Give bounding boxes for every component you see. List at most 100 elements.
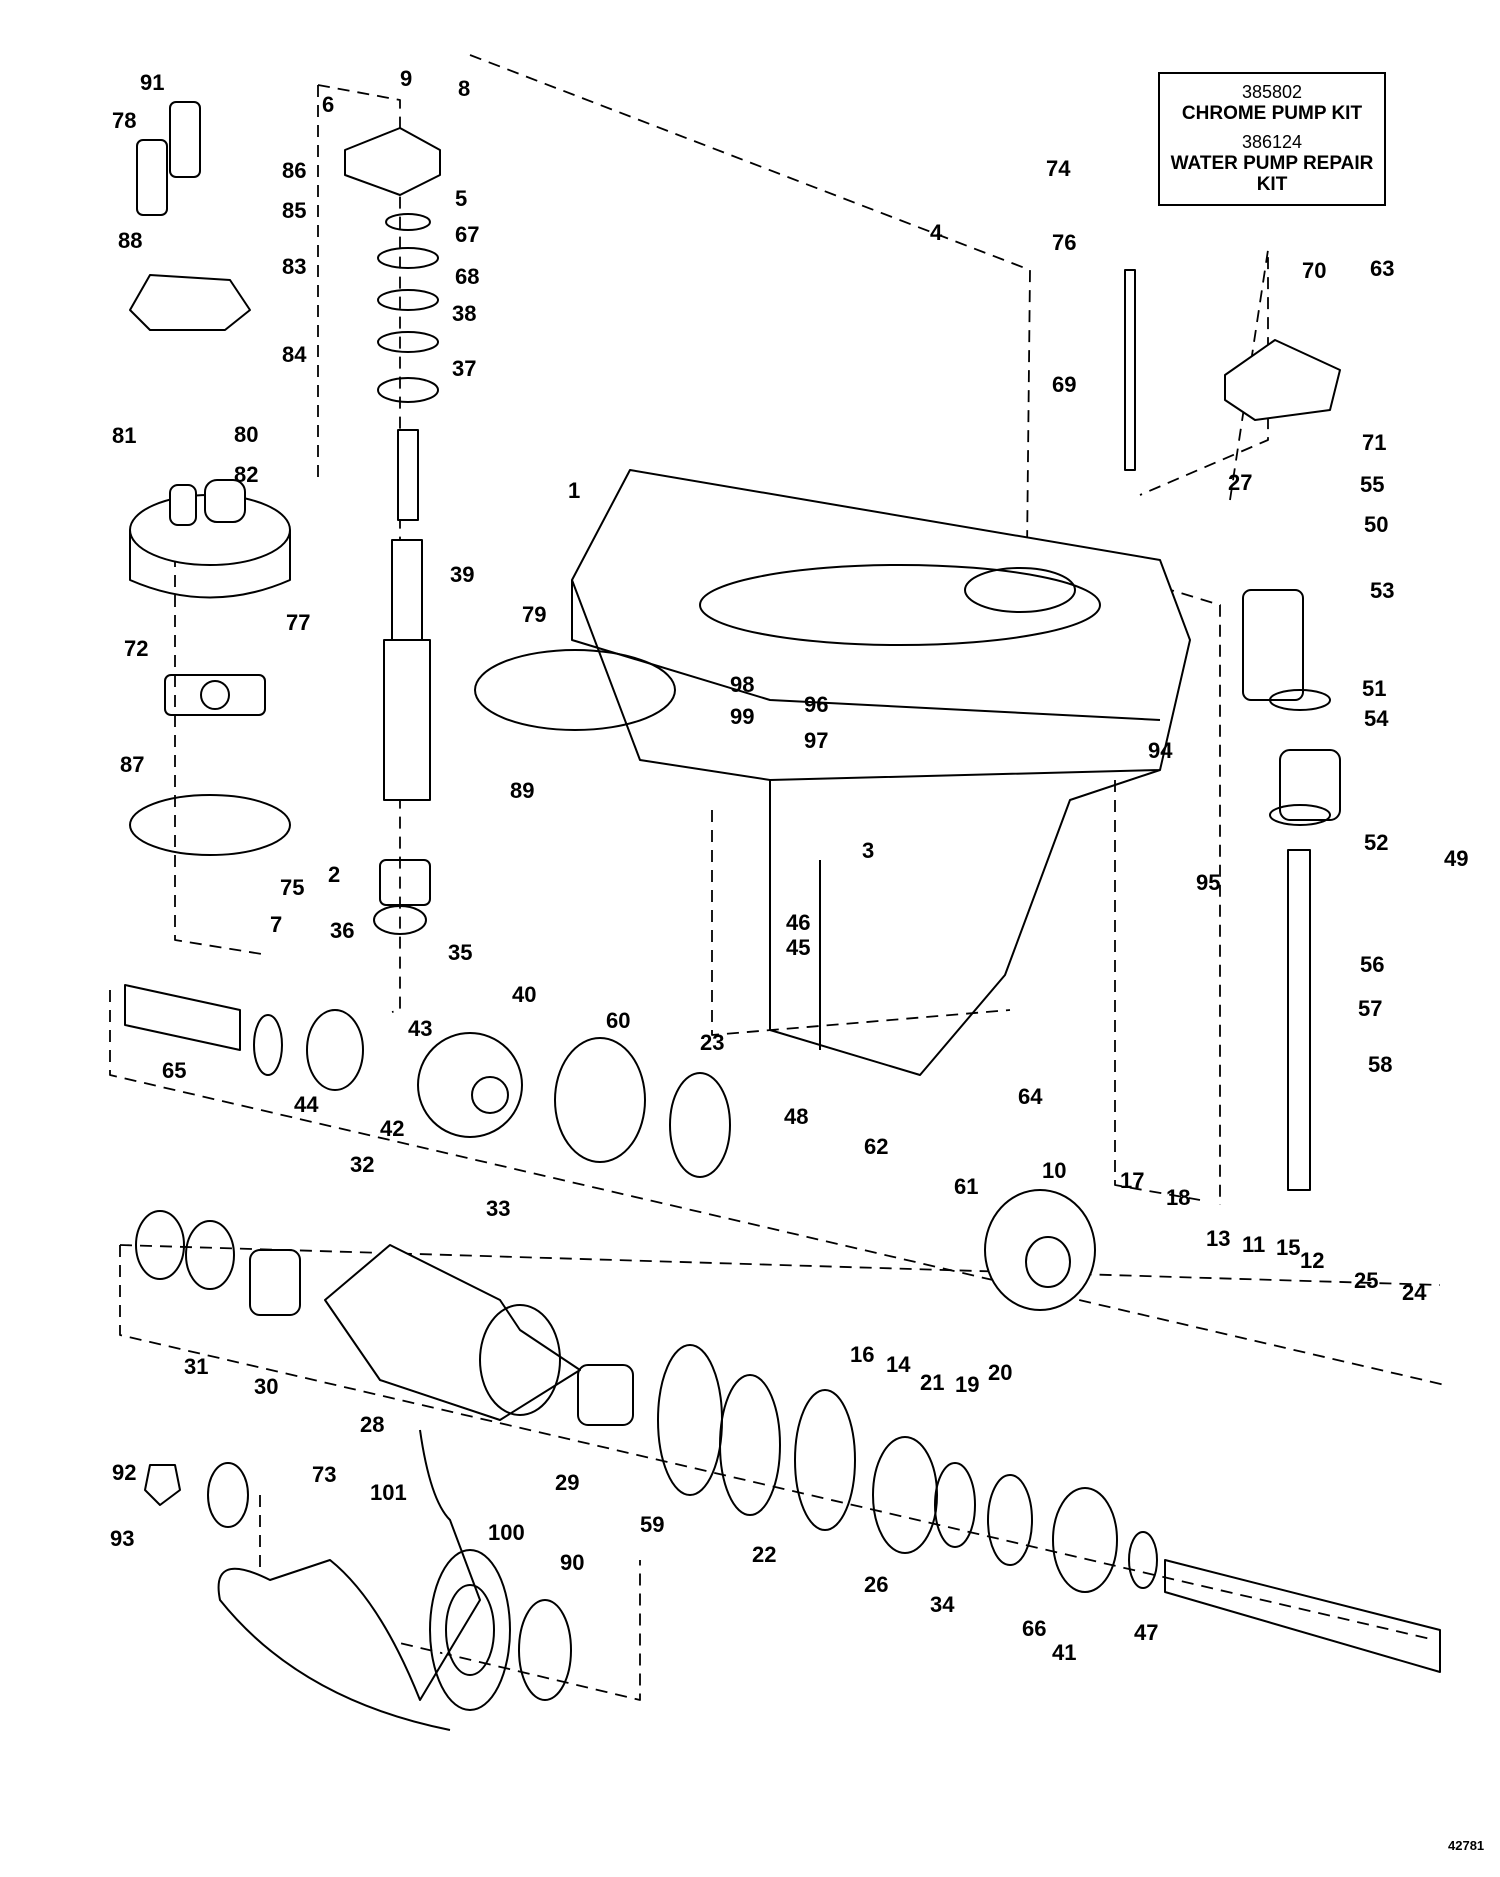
callout-37: 37 bbox=[452, 356, 476, 381]
callout-15: 15 bbox=[1276, 1235, 1300, 1260]
callout-17: 17 bbox=[1120, 1168, 1144, 1193]
callout-101: 101 bbox=[370, 1480, 407, 1505]
callout-21: 21 bbox=[920, 1370, 944, 1395]
callout-10: 10 bbox=[1042, 1158, 1066, 1183]
callout-43: 43 bbox=[408, 1016, 432, 1041]
shift-rod bbox=[1124, 269, 1136, 471]
callout-14: 14 bbox=[886, 1352, 911, 1377]
callout-31: 31 bbox=[184, 1354, 208, 1379]
callout-82: 82 bbox=[234, 462, 258, 487]
callout-35: 35 bbox=[448, 940, 472, 965]
group-outline-driveshaft bbox=[317, 84, 401, 1013]
callout-58: 58 bbox=[1368, 1052, 1392, 1077]
seals-31 bbox=[135, 1210, 235, 1290]
callout-44: 44 bbox=[294, 1092, 319, 1117]
clutch-42 bbox=[306, 1009, 364, 1091]
washer-47 bbox=[1128, 1531, 1158, 1589]
pinion-gear bbox=[373, 905, 427, 935]
bearing-29 bbox=[577, 1364, 634, 1426]
callout-20: 20 bbox=[988, 1360, 1012, 1385]
water-pump-housing bbox=[129, 479, 291, 599]
callout-47: 47 bbox=[1134, 1620, 1158, 1645]
callout-16: 16 bbox=[850, 1342, 874, 1367]
callout-65: 65 bbox=[162, 1058, 186, 1083]
callout-89: 89 bbox=[510, 778, 534, 803]
pump-plate bbox=[129, 794, 291, 856]
callout-54: 54 bbox=[1364, 706, 1389, 731]
needle-bearing bbox=[379, 859, 431, 906]
bearing-carrier-28 bbox=[324, 1244, 581, 1421]
callout-48: 48 bbox=[784, 1104, 808, 1129]
callout-4: 4 bbox=[930, 220, 943, 245]
callout-24: 24 bbox=[1402, 1280, 1427, 1305]
callout-74: 74 bbox=[1046, 156, 1071, 181]
driveshaft-washers bbox=[377, 213, 439, 403]
callout-84: 84 bbox=[282, 342, 307, 367]
callout-80: 80 bbox=[234, 422, 258, 447]
clutch-dog-10 bbox=[984, 1189, 1096, 1311]
callout-61: 61 bbox=[954, 1174, 978, 1199]
callout-13: 13 bbox=[1206, 1226, 1230, 1251]
kit-part-number: 385802 bbox=[1241, 82, 1303, 102]
callout-86: 86 bbox=[282, 158, 306, 183]
retaining-ring-22a bbox=[719, 1374, 781, 1516]
callout-53: 53 bbox=[1370, 578, 1394, 603]
kit-name: CHROME PUMP KIT bbox=[1181, 103, 1363, 124]
callout-1: 1 bbox=[568, 478, 580, 503]
callout-52: 52 bbox=[1364, 830, 1388, 855]
callout-66: 66 bbox=[1022, 1616, 1046, 1641]
water-tubes bbox=[136, 101, 201, 216]
callout-91: 91 bbox=[140, 70, 164, 95]
callout-60: 60 bbox=[606, 1008, 630, 1033]
callout-34: 34 bbox=[930, 1592, 955, 1617]
thrust-washer-23 bbox=[669, 1072, 731, 1178]
callout-95: 95 bbox=[1196, 870, 1220, 895]
washer-34 bbox=[934, 1462, 976, 1548]
pump-base bbox=[344, 127, 441, 196]
callout-73: 73 bbox=[312, 1462, 336, 1487]
nut-92 bbox=[144, 1464, 181, 1506]
callout-87: 87 bbox=[120, 752, 144, 777]
callout-5: 5 bbox=[455, 186, 467, 211]
callout-33: 33 bbox=[486, 1196, 510, 1221]
callout-42: 42 bbox=[380, 1116, 404, 1141]
callout-2: 2 bbox=[328, 862, 340, 887]
kit-name: WATER PUMP REPAIR KIT bbox=[1170, 153, 1374, 195]
callout-100: 100 bbox=[488, 1520, 525, 1545]
callout-85: 85 bbox=[282, 198, 306, 223]
callout-41: 41 bbox=[1052, 1640, 1076, 1665]
callout-28: 28 bbox=[360, 1412, 384, 1437]
shift-assembly bbox=[1242, 589, 1341, 1191]
callout-78: 78 bbox=[112, 108, 136, 133]
impeller bbox=[164, 674, 266, 716]
callout-49: 49 bbox=[1444, 846, 1468, 871]
callout-51: 51 bbox=[1362, 676, 1386, 701]
propeller-shaft-65b bbox=[1164, 1559, 1441, 1673]
callout-76: 76 bbox=[1052, 230, 1076, 255]
callout-25: 25 bbox=[1354, 1268, 1378, 1293]
bearing-66 bbox=[987, 1474, 1033, 1566]
callout-97: 97 bbox=[804, 728, 828, 753]
callout-11: 11 bbox=[1242, 1232, 1265, 1257]
spacer-90 bbox=[518, 1599, 572, 1701]
callout-39: 39 bbox=[450, 562, 474, 587]
callout-98: 98 bbox=[730, 672, 754, 697]
callout-96: 96 bbox=[804, 692, 828, 717]
callout-45: 45 bbox=[786, 935, 810, 960]
callout-77: 77 bbox=[286, 610, 310, 635]
callout-3: 3 bbox=[862, 838, 874, 863]
callout-68: 68 bbox=[455, 264, 479, 289]
anode-79 bbox=[474, 649, 676, 731]
callout-79: 79 bbox=[522, 602, 546, 627]
callout-72: 72 bbox=[124, 636, 148, 661]
thrust-bearing-60 bbox=[554, 1037, 646, 1163]
callout-55: 55 bbox=[1360, 472, 1384, 497]
callout-29: 29 bbox=[555, 1470, 579, 1495]
callout-69: 69 bbox=[1052, 372, 1076, 397]
callout-57: 57 bbox=[1358, 996, 1382, 1021]
callout-94: 94 bbox=[1148, 738, 1173, 763]
callout-75: 75 bbox=[280, 875, 304, 900]
group-outline-gearcase-lower bbox=[109, 990, 1446, 1641]
propeller bbox=[217, 1429, 511, 1731]
callout-46: 46 bbox=[786, 910, 810, 935]
